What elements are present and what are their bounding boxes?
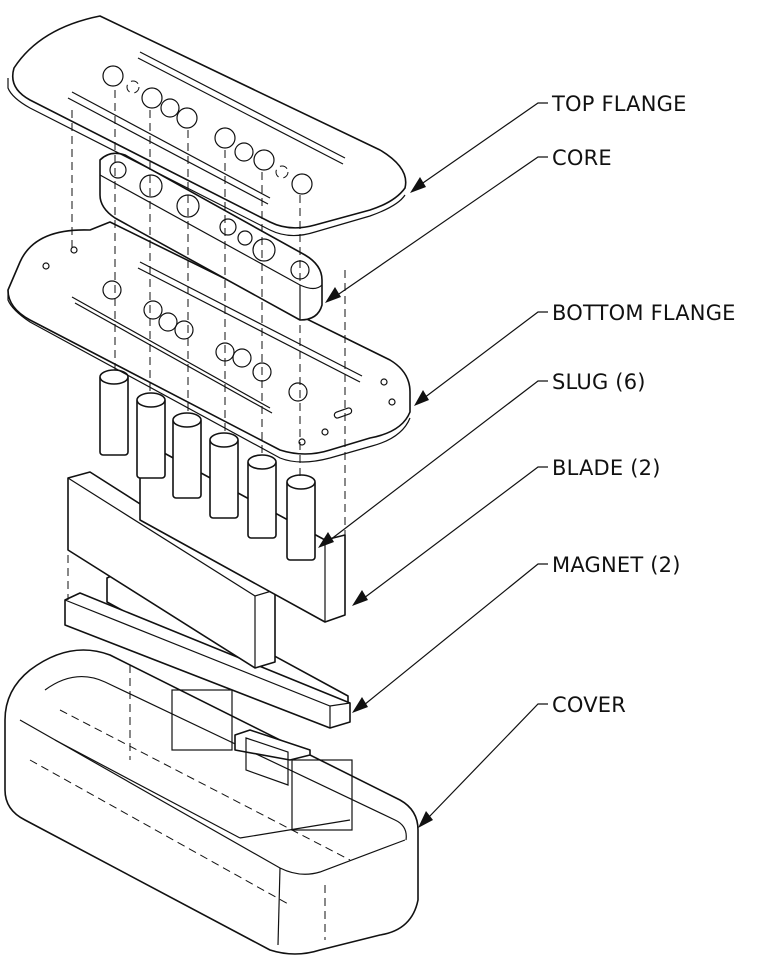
leader-bottom-flange xyxy=(414,311,548,406)
label-core: CORE xyxy=(552,146,612,170)
leader-blade xyxy=(352,466,548,606)
bottom-flange-part xyxy=(7,221,411,463)
label-top-flange: TOP FLANGE xyxy=(551,92,687,116)
label-magnet: MAGNET (2) xyxy=(552,553,681,577)
projection-lines xyxy=(71,90,346,540)
label-cover: COVER xyxy=(552,693,626,717)
label-bottom-flange: BOTTOM FLANGE xyxy=(552,301,736,325)
top-flange-part xyxy=(7,15,407,237)
leader-magnet xyxy=(352,563,548,713)
label-blade: BLADE (2) xyxy=(552,456,661,480)
leader-top-flange xyxy=(410,102,548,193)
leader-slug xyxy=(318,380,548,548)
cover-part xyxy=(4,649,419,955)
leader-cover xyxy=(418,703,548,828)
leader-core xyxy=(325,156,548,303)
label-slug: SLUG (6) xyxy=(552,370,646,394)
slug-part xyxy=(99,369,316,561)
